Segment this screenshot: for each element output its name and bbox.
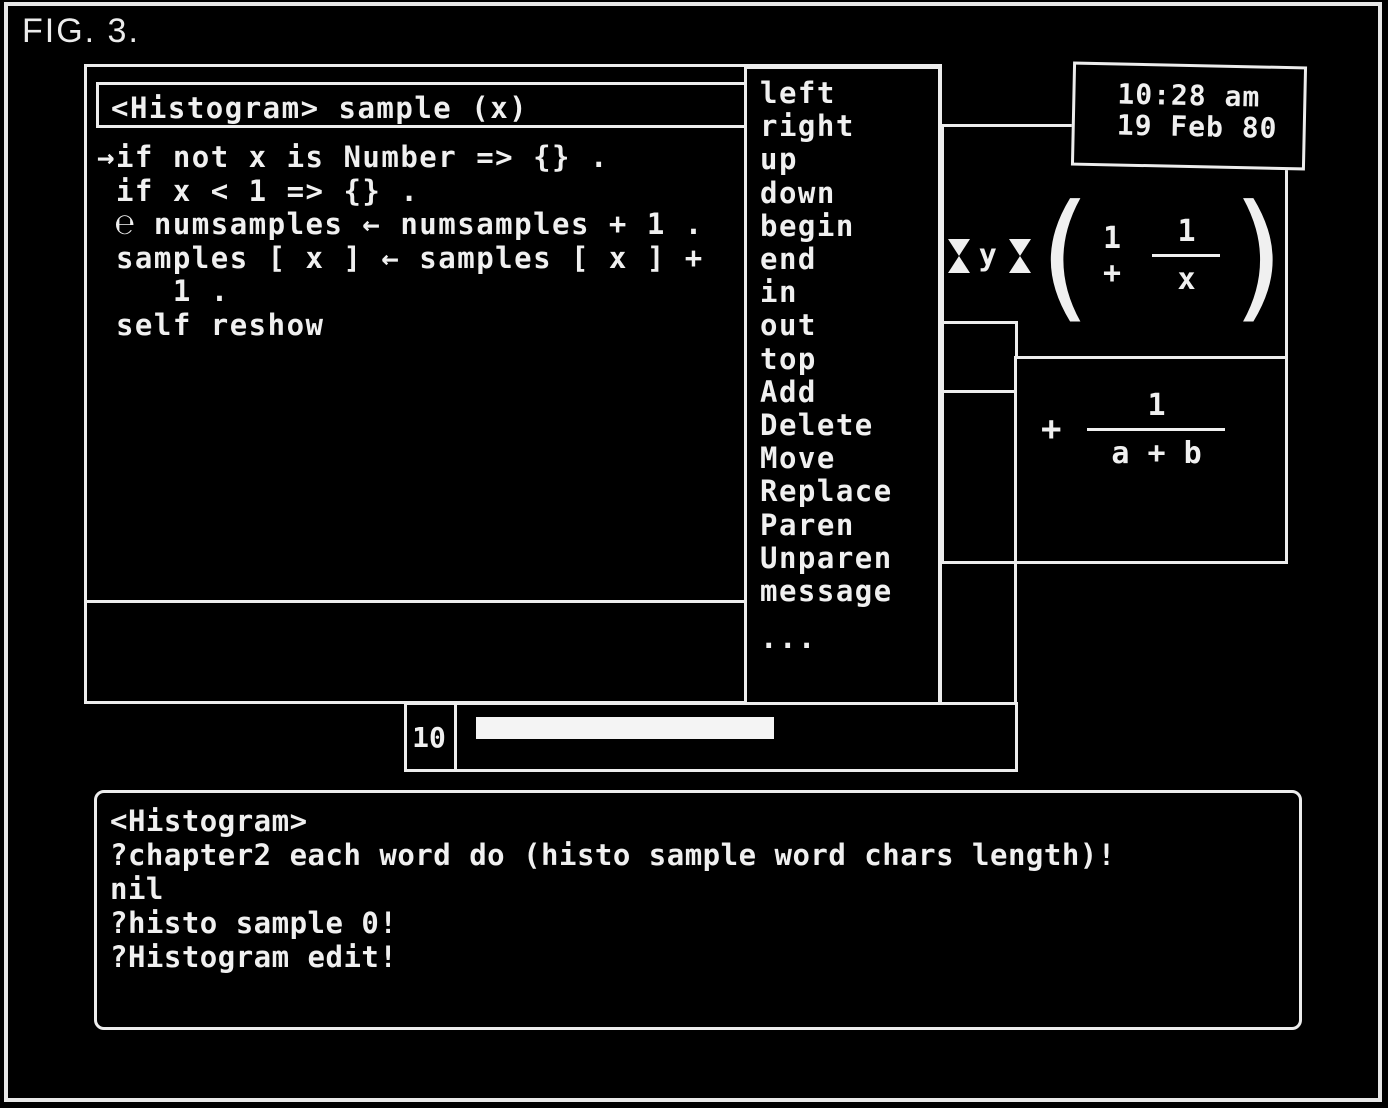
menu-item[interactable]: up [760, 142, 798, 177]
clock-window: 10:28 am 19 Feb 80 [1070, 61, 1308, 171]
formula-selection-box[interactable]: + 1 a + b [1014, 356, 1288, 564]
editor-pane-separator [87, 600, 744, 603]
code-line: samples [ x ] ← samples [ x ] + [97, 240, 704, 275]
menu-item[interactable]: begin [760, 208, 855, 243]
fraction-numerator: 1 [1147, 387, 1166, 423]
fraction-one-over-x[interactable]: 1 x [1152, 214, 1221, 297]
code-line: self reshow [97, 307, 325, 342]
menu-item[interactable]: right [760, 109, 855, 144]
code-line: if x < 1 => {} . [97, 173, 420, 208]
menu-item[interactable]: down [760, 175, 836, 210]
transcript-window[interactable]: <Histogram>?chapter2 each word do (histo… [94, 790, 1302, 1030]
menu-item[interactable]: Paren [760, 507, 855, 542]
paren-close-icon: ) [1232, 174, 1284, 337]
menu-item[interactable]: message [760, 574, 893, 609]
fraction-one-over-a-plus-b[interactable]: 1 a + b [1087, 387, 1226, 471]
menu-item[interactable]: left [760, 76, 836, 110]
menu-item[interactable]: Move [760, 441, 836, 476]
fraction-bar [1087, 427, 1226, 431]
figure-label: FIG. 3. [22, 12, 140, 50]
menu-item[interactable]: end [760, 242, 817, 277]
formula-expression[interactable]: y ( 1 + 1 x ) [948, 168, 1284, 343]
editor-title-bar[interactable]: <Histogram> sample (x) [96, 82, 748, 128]
transcript-line: <Histogram> [110, 804, 308, 838]
editor-code-area[interactable]: →if not x is Number => {} . if x < 1 => … [97, 140, 737, 342]
fraction-numerator: 1 [1177, 214, 1196, 249]
menu-item[interactable]: Replace [760, 474, 893, 509]
transcript-line: nil [110, 872, 164, 906]
figure-frame [4, 2, 1382, 1102]
formula-variable: y [978, 238, 997, 273]
transcript-line: ?histo sample 0! [110, 906, 398, 940]
plus-operator: + [1041, 409, 1062, 449]
multiply-icon [1008, 238, 1031, 273]
transcript-line: ?Histogram edit! [110, 940, 398, 974]
multiply-icon [948, 238, 970, 273]
code-line: →if not x is Number => {} . [97, 140, 609, 174]
fraction-denominator: a + b [1111, 435, 1202, 471]
clock-date: 19 Feb 80 [1116, 108, 1278, 145]
menu-item[interactable]: Add [760, 374, 817, 409]
fraction-bar [1152, 254, 1221, 257]
inner-left-term: 1 + [1102, 220, 1122, 291]
menu-item[interactable]: ... [760, 621, 817, 656]
menu-item[interactable]: Delete [760, 408, 874, 443]
editor-title: <Histogram> sample (x) [111, 91, 529, 125]
fraction-denominator: x [1177, 262, 1196, 297]
histogram-bin-label: 10 [404, 702, 457, 772]
code-line: 1 . [97, 274, 230, 308]
paren-open-icon: ( [1039, 174, 1091, 337]
histogram-bar [476, 717, 774, 739]
menu-item[interactable]: in [760, 275, 798, 310]
transcript-line: ?chapter2 each word do (histo sample wor… [110, 838, 1116, 872]
menu-item[interactable]: Unparen [760, 540, 893, 575]
menu-item[interactable]: top [760, 341, 817, 376]
code-line: ℮ numsamples ← numsamples + 1 . [97, 207, 704, 241]
menu-item[interactable]: out [760, 308, 817, 343]
